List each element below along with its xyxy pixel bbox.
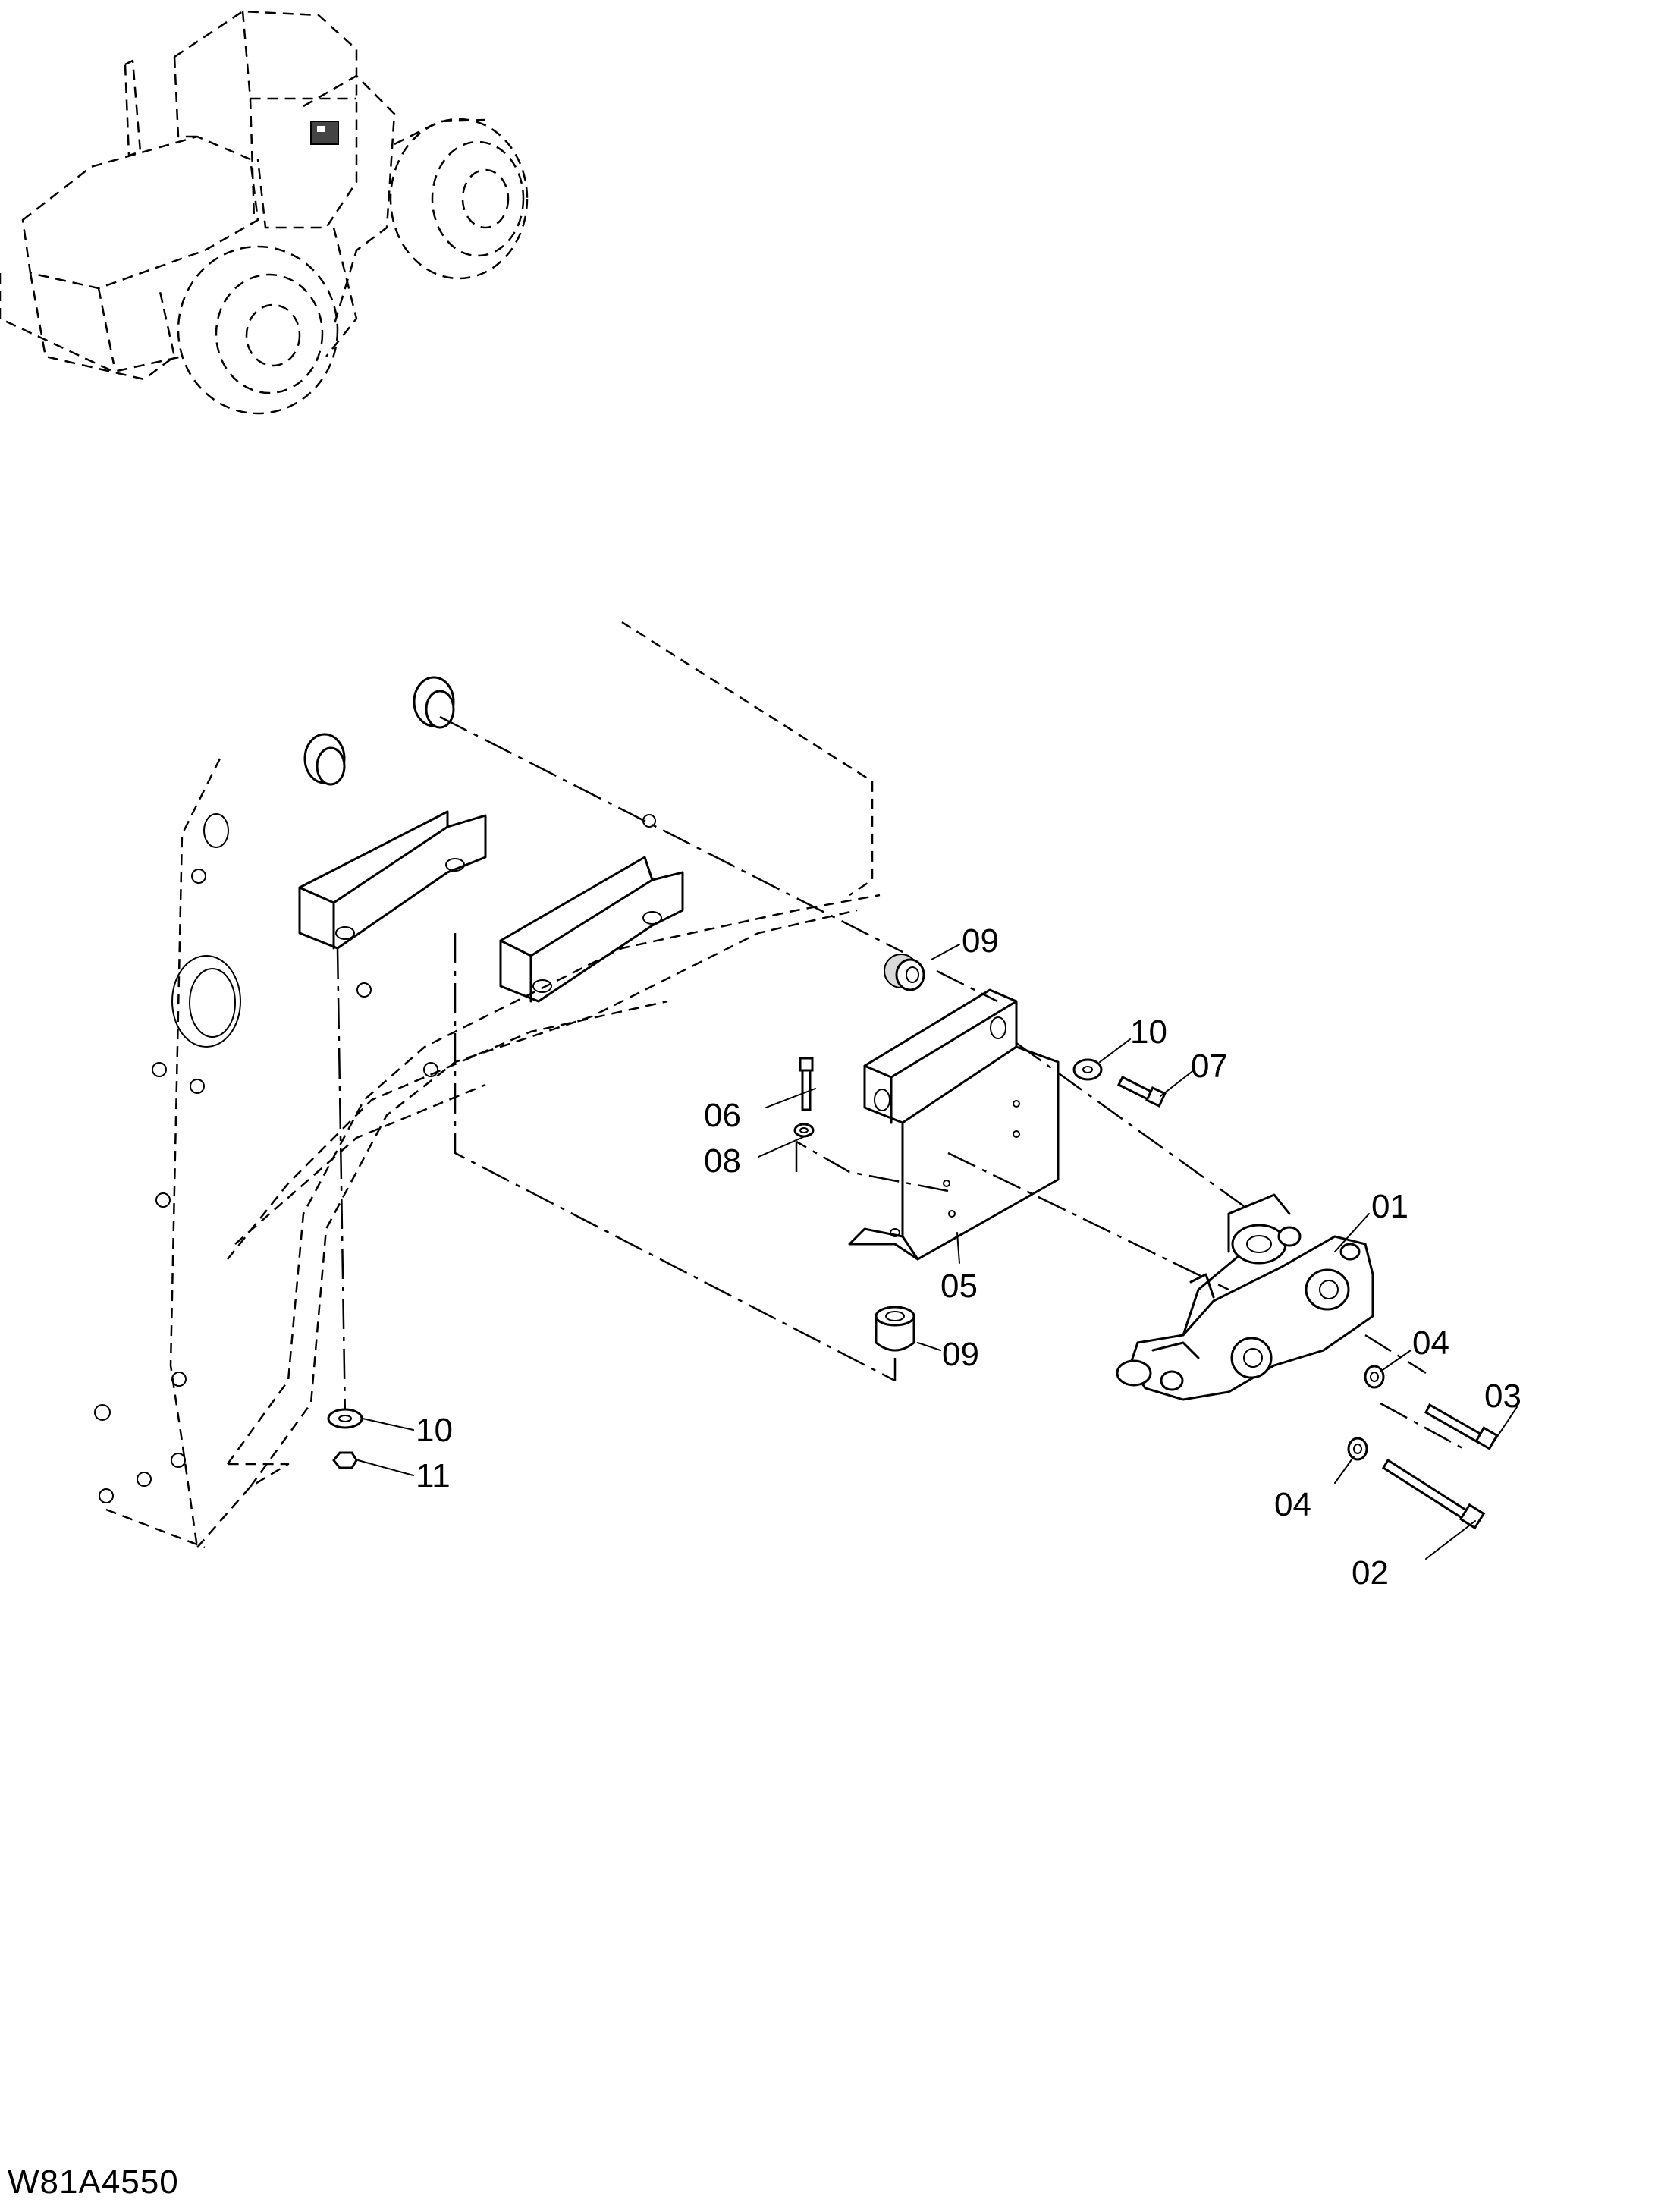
washer-04-lower	[1347, 1437, 1368, 1461]
washer-10-upper	[1072, 1058, 1103, 1081]
callout-02: 02	[1352, 1554, 1389, 1591]
bolt-06	[799, 1057, 814, 1111]
callout-01: 01	[1371, 1188, 1408, 1225]
callout-11: 11	[416, 1457, 451, 1494]
washer-10-lower	[327, 1408, 363, 1429]
callout-04-upper: 04	[1412, 1324, 1449, 1362]
assembly-center-lines	[336, 715, 1465, 1450]
valve-mounting-bracket	[848, 988, 1060, 1261]
callout-10-lower: 10	[416, 1412, 453, 1449]
valve-block	[1116, 1193, 1374, 1401]
callout-06: 06	[704, 1097, 741, 1134]
frame-outline	[94, 621, 881, 1549]
frame-angle-brackets	[298, 810, 684, 1003]
bolt-02	[1381, 1458, 1486, 1530]
nut-11	[332, 1451, 358, 1469]
callout-09-upper: 09	[962, 922, 999, 960]
callout-09-lower: 09	[942, 1336, 979, 1373]
callout-07: 07	[1191, 1048, 1228, 1085]
grommet-upper	[884, 954, 925, 991]
washer-04-upper	[1364, 1365, 1385, 1389]
drawing-code: W81A4550	[8, 2163, 179, 2201]
bolt-07	[1116, 1075, 1167, 1108]
rubber-mount-pads	[303, 676, 455, 786]
callout-04-lower: 04	[1274, 1486, 1311, 1523]
leader-lines	[357, 944, 1518, 1560]
washer-08	[793, 1123, 815, 1138]
callout-labels: 01 02 03 04 04 05 06 07 08 09 09 10 10 1…	[416, 922, 1521, 1591]
bolt-03	[1424, 1403, 1499, 1450]
callout-05: 05	[940, 1268, 978, 1305]
callout-10-upper: 10	[1130, 1013, 1167, 1051]
callout-03: 03	[1484, 1378, 1521, 1415]
machine-locator-inset	[0, 10, 529, 415]
callout-08: 08	[704, 1142, 741, 1180]
grommet-lower	[875, 1306, 915, 1352]
